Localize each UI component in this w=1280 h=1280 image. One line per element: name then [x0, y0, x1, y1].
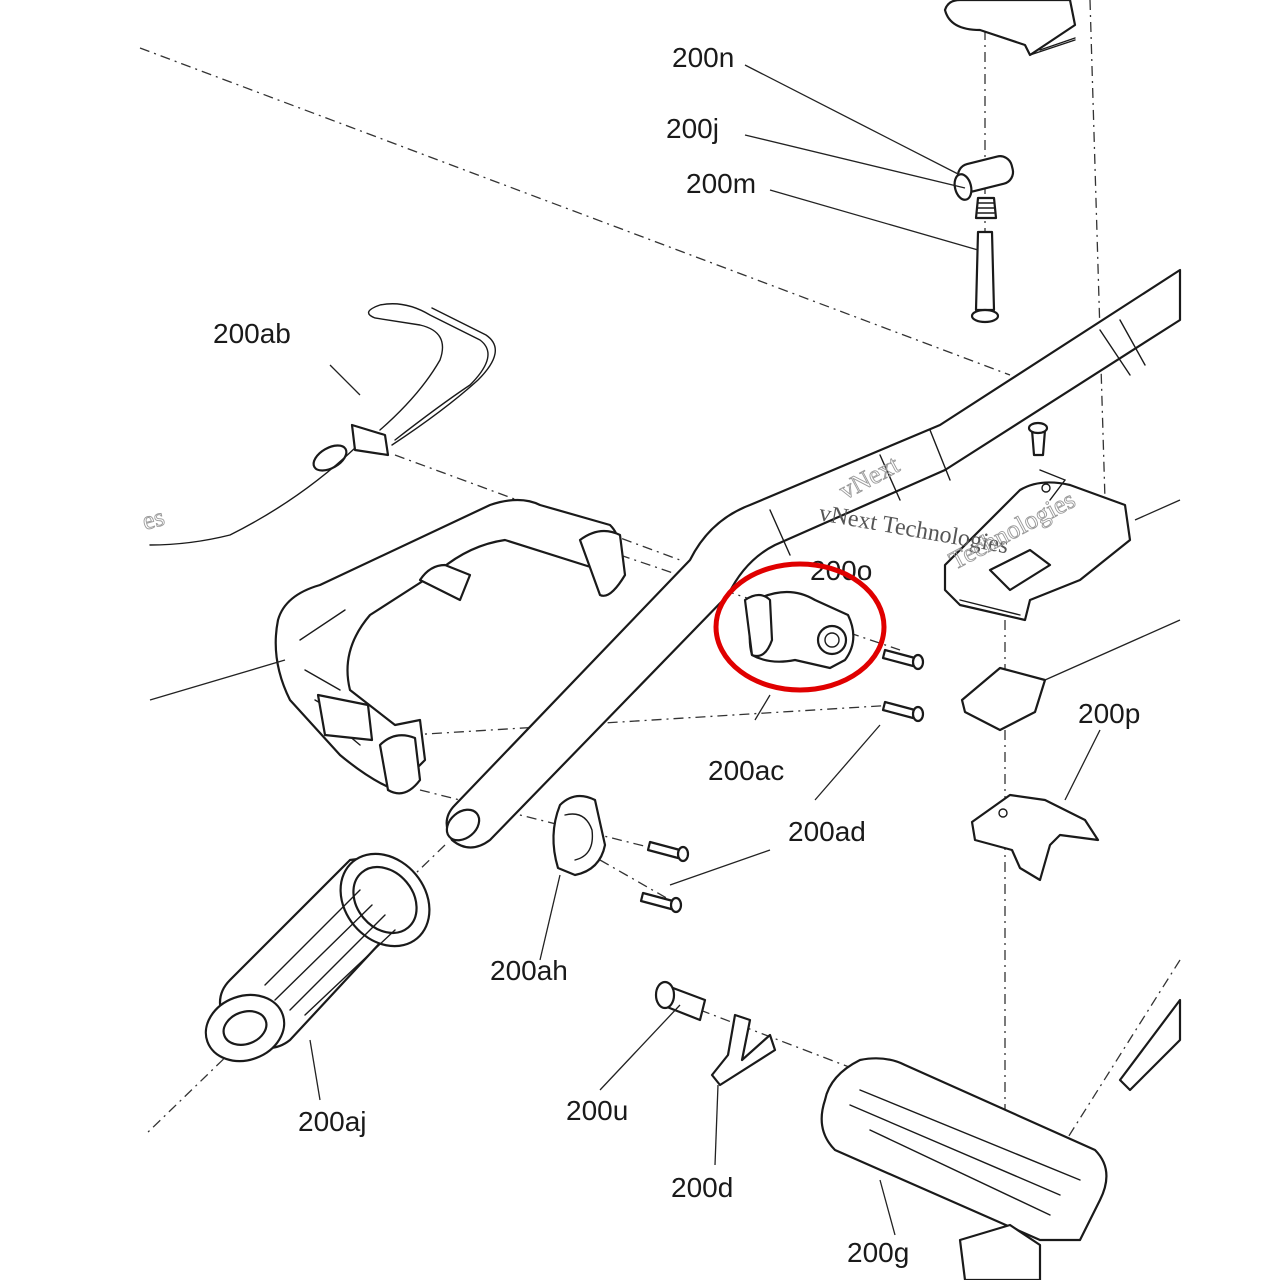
slider-block	[960, 666, 1100, 882]
handlebar	[445, 268, 1182, 849]
top-bracket	[943, 0, 1077, 57]
lanyard	[149, 303, 496, 546]
screws	[639, 421, 1049, 914]
mount-bracket	[943, 469, 1132, 622]
label-200g: 200g	[847, 1237, 909, 1268]
label-200m: 200m	[686, 168, 756, 199]
label-200ac: 200ac	[708, 755, 784, 786]
clamp-200ah	[552, 794, 607, 877]
label-200ad: 200ad	[788, 816, 866, 847]
grip-200aj	[204, 852, 431, 1063]
watermark-fragment: es	[139, 502, 167, 536]
base-cradle	[820, 998, 1182, 1280]
pin-assembly	[953, 155, 1015, 324]
callouts: 200n 200j 200m 200ab 200o 200p 200ac 200…	[213, 42, 1140, 1268]
label-200ab: 200ab	[213, 318, 291, 349]
label-200d: 200d	[671, 1172, 733, 1203]
label-200u: 200u	[566, 1095, 628, 1126]
label-200aj: 200aj	[298, 1106, 367, 1137]
clip-200d	[710, 1013, 777, 1087]
label-200p: 200p	[1078, 698, 1140, 729]
label-200n: 200n	[672, 42, 734, 73]
clamp-200ac	[743, 590, 855, 670]
pin-200u	[654, 980, 707, 1022]
label-200ah: 200ah	[490, 955, 568, 986]
label-200j: 200j	[666, 113, 719, 144]
highlight-ellipse	[713, 561, 887, 693]
hand-guard	[274, 498, 627, 795]
leader-lines	[149, 64, 1181, 1236]
